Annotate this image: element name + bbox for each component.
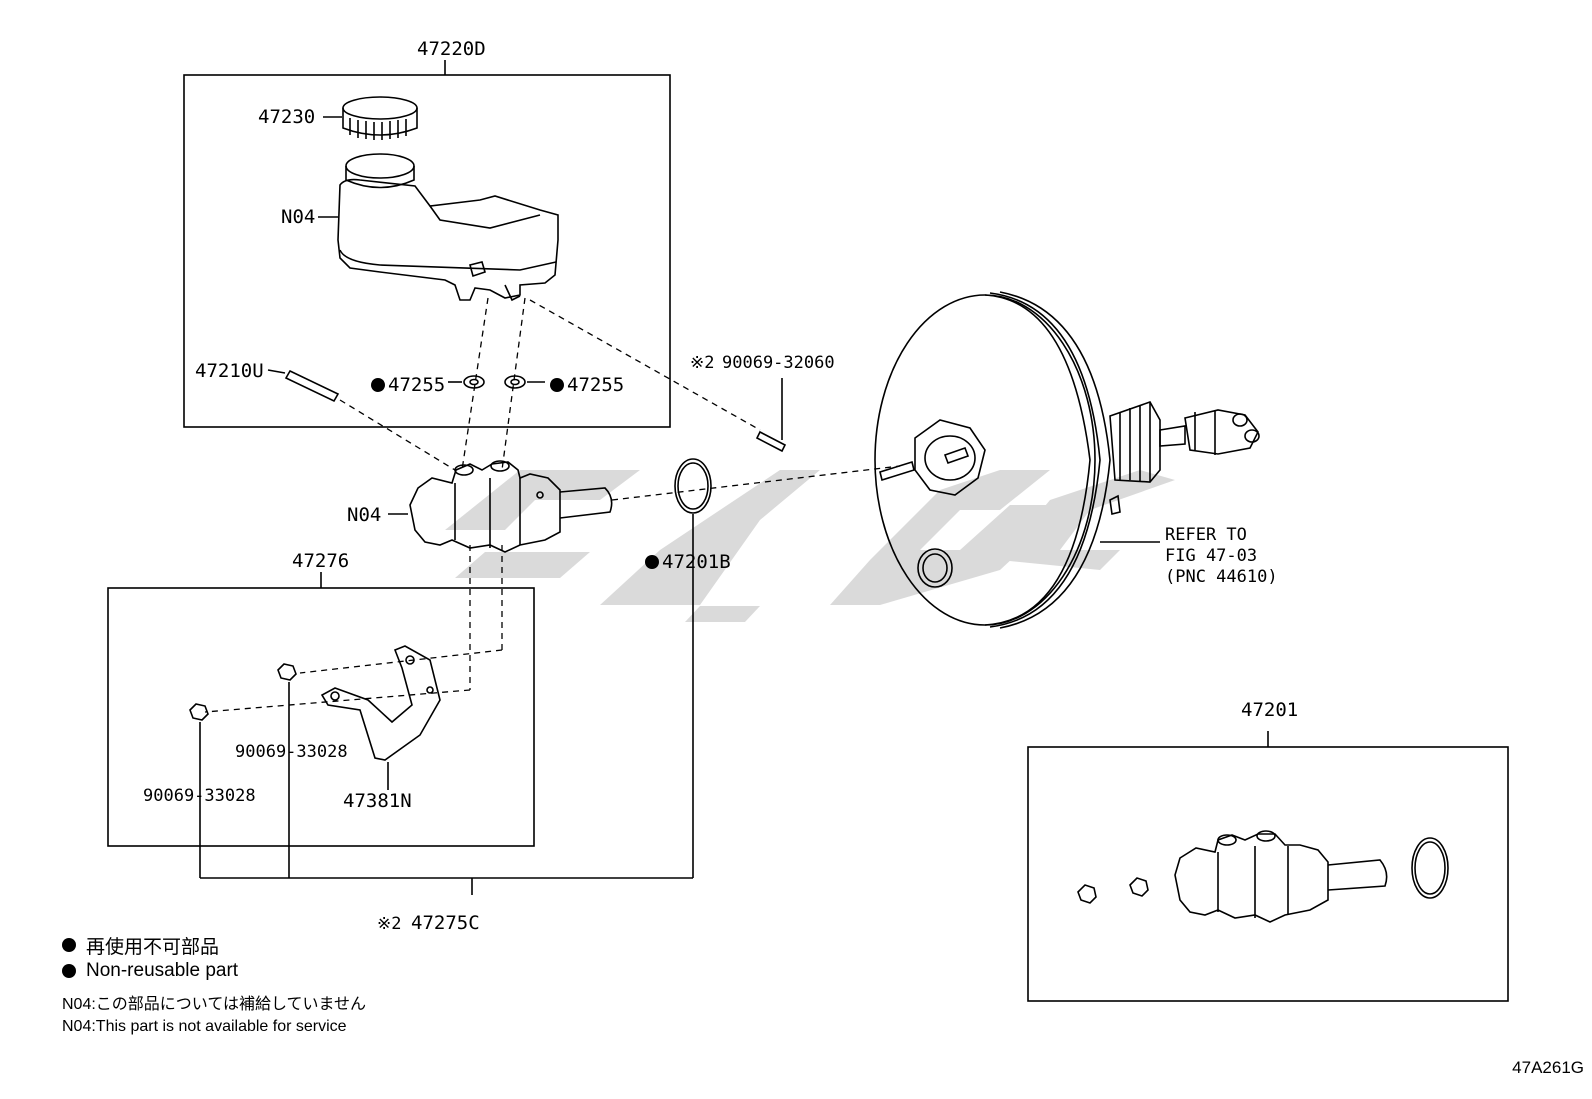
cylinder-47201	[1077, 830, 1449, 923]
label-bolt-mark: ※2	[690, 353, 714, 373]
nut-upper	[277, 663, 297, 878]
legend-n04-en: N04:This part is not available for servi…	[62, 1018, 347, 1035]
figure-code: 47A261G	[1512, 1058, 1584, 1077]
label-47255-left: 47255	[388, 374, 445, 396]
brake-booster	[874, 291, 1260, 629]
pin	[267, 369, 340, 403]
legend-nonreusable-en: Non-reusable part	[62, 958, 366, 984]
nonreusable-dot-oring	[645, 555, 659, 569]
reservoir-tank	[318, 153, 559, 302]
label-90069-33028-b: 90069-33028	[143, 786, 256, 806]
label-47276: 47276	[292, 550, 349, 572]
grommet-left	[448, 375, 485, 389]
label-90069-33028-a: 90069-33028	[235, 742, 348, 762]
reservoir-cap	[323, 96, 418, 140]
projection-lines	[204, 297, 901, 713]
master-cylinder	[388, 460, 613, 553]
label-47275C: 47275C	[411, 912, 480, 934]
label-cylinder-n04: N04	[347, 504, 381, 526]
legend-nonreusable-ja: 再使用不可部品	[62, 932, 366, 958]
label-47230: 47230	[258, 106, 315, 128]
legend-nonreusable-ja-text: 再使用不可部品	[86, 936, 220, 958]
label-47255-right: 47255	[567, 374, 624, 396]
nonreusable-dot-grommet-left	[371, 378, 385, 392]
nut-lower	[189, 703, 209, 878]
kit-47275C-bracket	[200, 877, 693, 895]
label-47201: 47201	[1241, 699, 1298, 721]
label-refer-line1: REFER TO	[1165, 525, 1247, 545]
box-47276	[107, 572, 535, 847]
legend-nonreusable-en-text: Non-reusable part	[86, 960, 239, 981]
label-kit-mark: ※2	[377, 914, 401, 934]
label-47381N: 47381N	[343, 790, 412, 812]
label-reservoir-n04: N04	[281, 206, 315, 228]
watermark-logo	[445, 470, 1175, 622]
grommet-right	[504, 375, 545, 389]
label-47201B: 47201B	[662, 551, 731, 573]
bolt-90069-32060	[755, 378, 787, 453]
legend-dot-icon	[62, 964, 76, 978]
legend: 再使用不可部品 Non-reusable part N04:この部品については補…	[62, 932, 366, 1038]
label-refer-line3: (PNC 44610)	[1165, 567, 1278, 587]
label-refer-line2: FIG 47-03	[1165, 546, 1257, 566]
legend-n04-ja: N04:この部品については補給していません	[62, 996, 367, 1013]
nonreusable-dot-grommet-right	[550, 378, 564, 392]
label-47210U: 47210U	[195, 360, 264, 382]
box-47220D	[183, 60, 671, 428]
bracket	[320, 645, 441, 790]
box-47201	[1027, 731, 1509, 1002]
legend-dot-icon	[62, 938, 76, 952]
label-90069-32060: 90069-32060	[722, 353, 835, 373]
o-ring	[674, 458, 712, 878]
label-47220D: 47220D	[417, 38, 486, 60]
